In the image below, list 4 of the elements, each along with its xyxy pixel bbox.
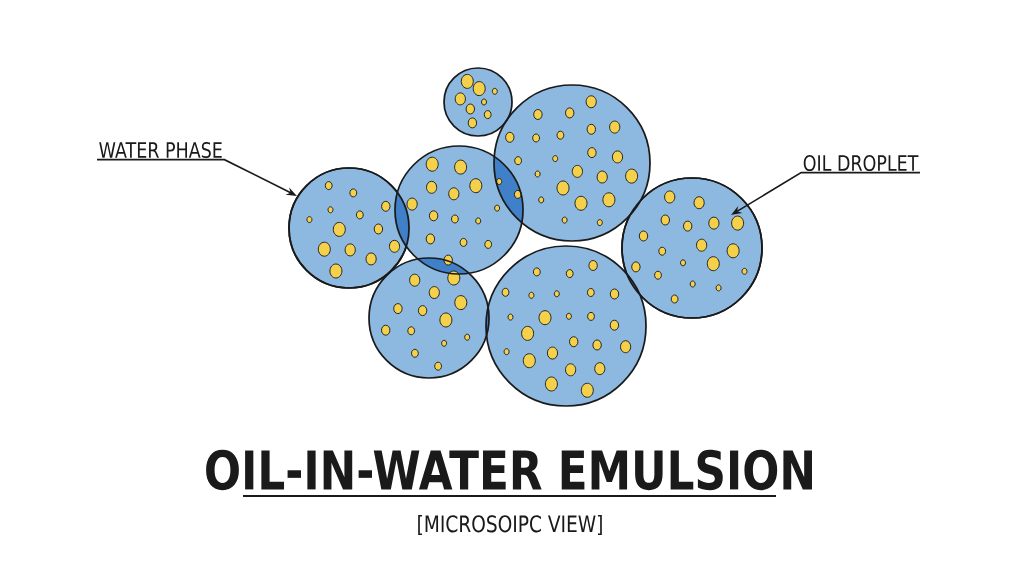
callout-label: WATER PHASE xyxy=(99,141,222,159)
callout-label: OIL DROPLET xyxy=(803,154,919,172)
title: OIL-IN-WATER EMULSION xyxy=(206,449,812,491)
caption: [MICROSOIPC VIEW] xyxy=(418,514,602,536)
